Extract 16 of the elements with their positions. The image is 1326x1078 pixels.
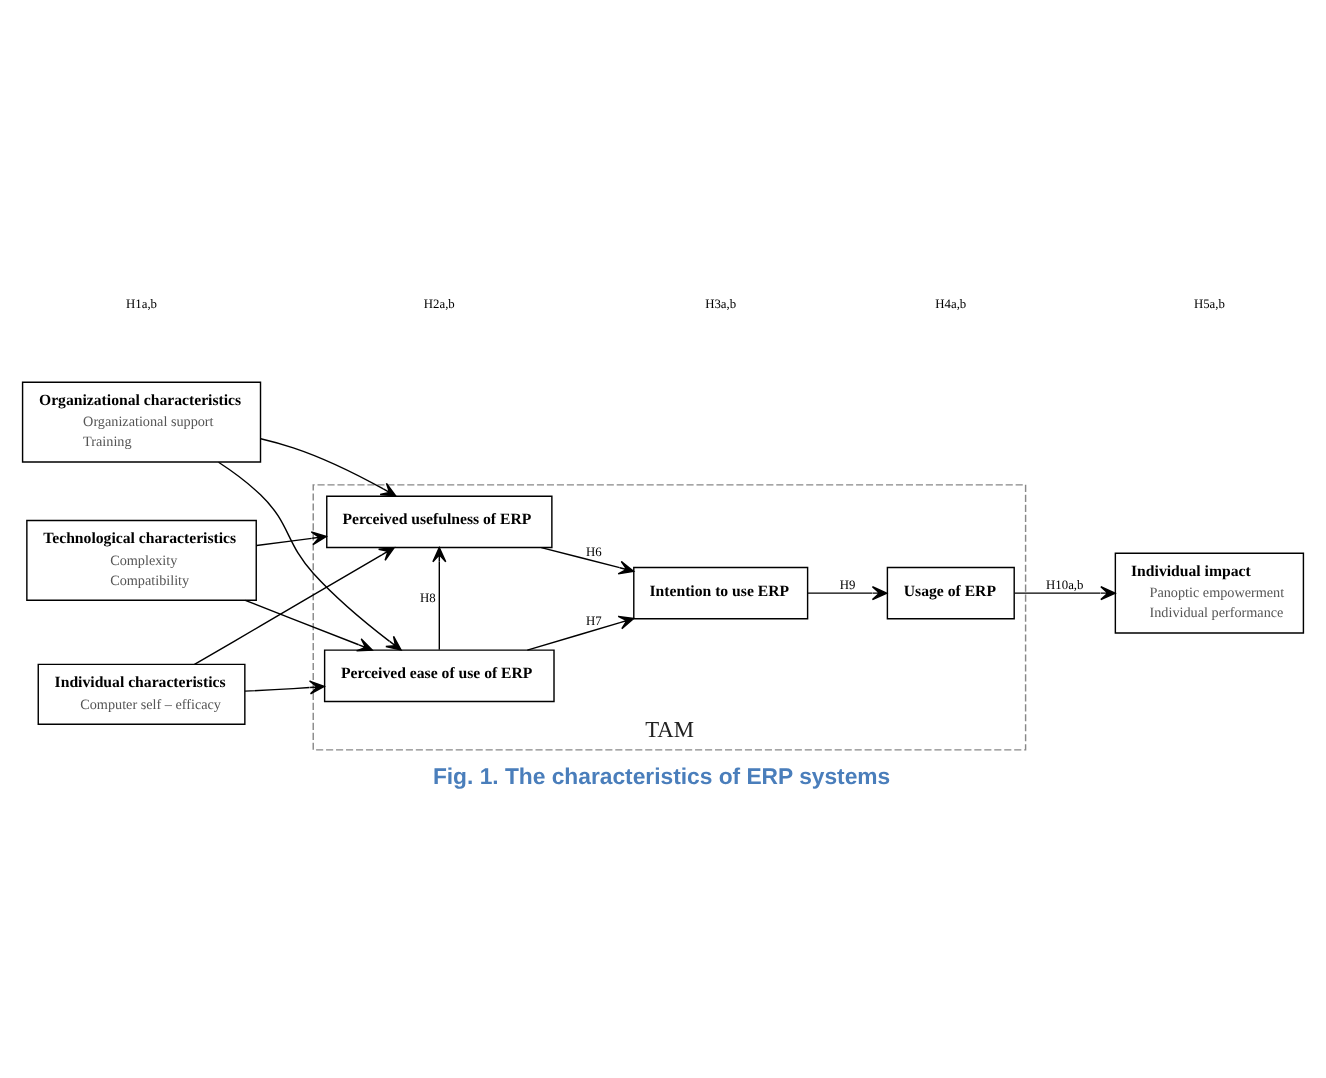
arrow <box>807 586 888 601</box>
arrow <box>260 438 397 497</box>
arrow <box>255 531 327 547</box>
node-box: Usage of ERP <box>886 566 1015 620</box>
arrow <box>244 599 373 652</box>
node-box: Intention to use ERP <box>633 566 809 620</box>
arrow <box>432 546 447 651</box>
arrow <box>540 546 635 575</box>
arrow <box>526 615 635 651</box>
caption: Fig. 1. The characteristics of ERP systems <box>432 765 891 790</box>
arrow <box>1014 586 1116 601</box>
node-box: Perceived ease of use of ERP <box>323 649 555 703</box>
arrow <box>244 680 325 695</box>
node-box: Perceived usefulness of ERP <box>326 495 553 549</box>
arrow <box>217 461 402 651</box>
arrow <box>193 546 395 666</box>
